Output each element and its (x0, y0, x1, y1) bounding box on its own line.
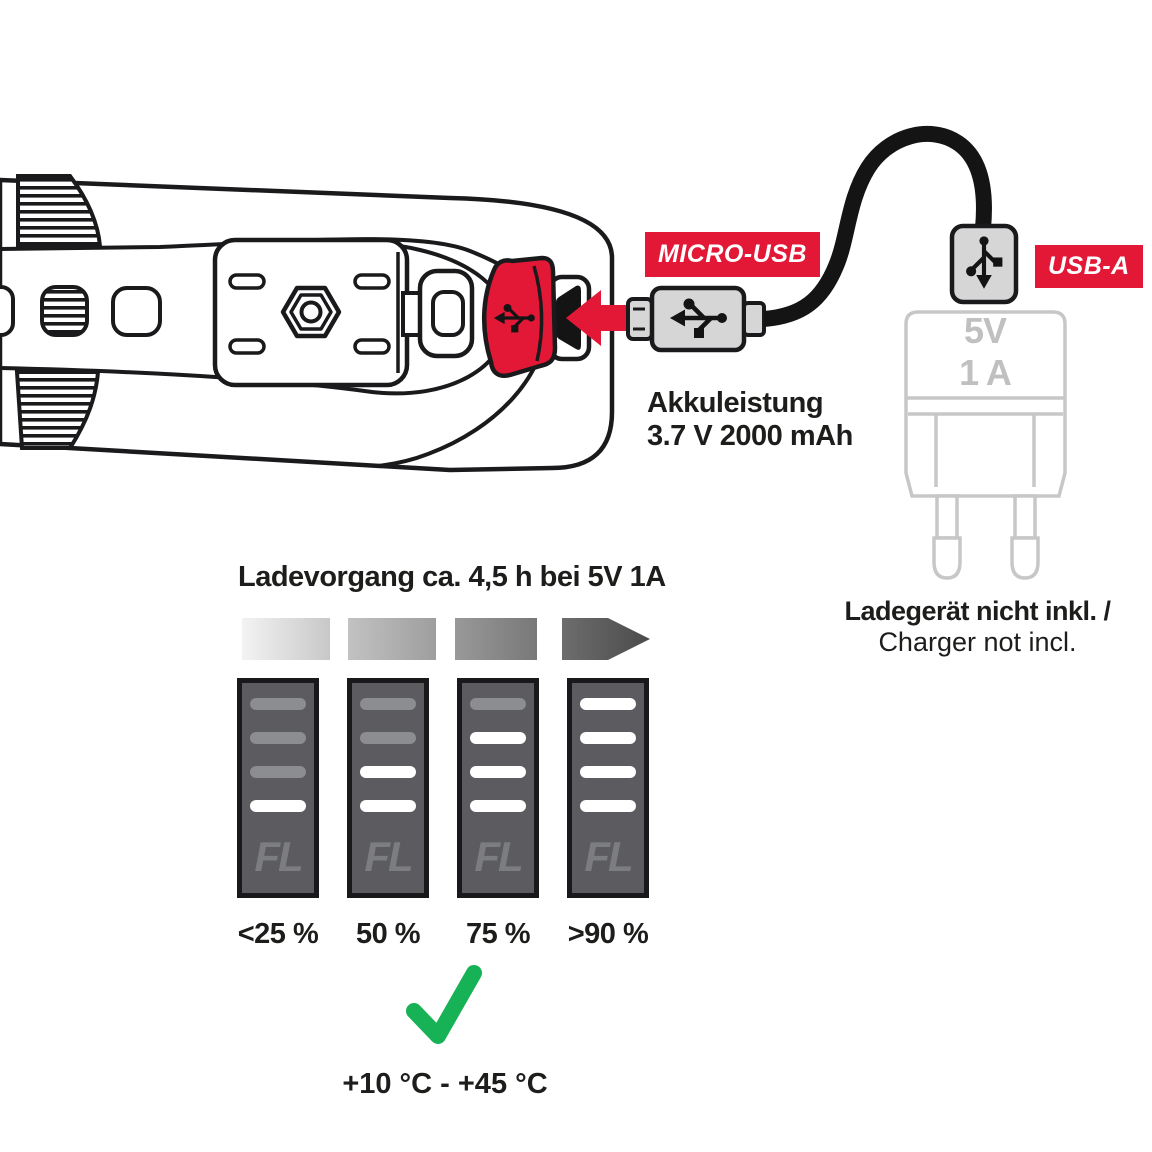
battery-segment (360, 766, 416, 778)
charging-title: Ladevorgang ca. 4,5 h bei 5V 1A (238, 561, 666, 593)
battery-segment (580, 766, 636, 778)
battery-level-item: FL >90 % (567, 678, 649, 951)
battery-segment (250, 800, 306, 812)
battery-segment (470, 732, 526, 744)
mounting-plate (212, 237, 410, 388)
bike-light-device (0, 174, 615, 473)
battery-spec: Akkuleistung 3.7 V 2000 mAh (647, 387, 853, 453)
charger-note: Ladegerät nicht inkl. / Charger not incl… (805, 596, 1150, 658)
strap-button (40, 285, 89, 337)
battery-segment (470, 698, 526, 710)
battery-percent-label: 75 % (465, 918, 531, 950)
battery-spec-line2: 3.7 V 2000 mAh (647, 420, 853, 452)
charger-pin (932, 494, 962, 580)
device-model-label: FL (254, 833, 303, 880)
battery-segment (360, 732, 416, 744)
charger-note-line1: Ladegerät nicht inkl. / (844, 596, 1111, 626)
battery-spec-line1: Akkuleistung (647, 387, 824, 419)
strap-hole (111, 286, 162, 337)
arrow-right-icon (242, 618, 650, 660)
check-icon (406, 965, 482, 1044)
battery-segment (360, 698, 416, 710)
battery-segment (470, 800, 526, 812)
grip-knob-top (16, 174, 103, 248)
charger-pin (1010, 494, 1040, 580)
battery-segment (580, 800, 636, 812)
battery-percent-label: <25 % (237, 918, 319, 950)
battery-bars: FL <25 % FL 50 % FL 75 % FL >90 % (237, 678, 649, 951)
battery-percent-label: >90 % (567, 918, 649, 950)
battery-level-item: FL 75 % (457, 678, 539, 951)
battery-segment (250, 698, 306, 710)
mount-clip (417, 268, 475, 359)
battery-segment (250, 732, 306, 744)
battery-segment (470, 766, 526, 778)
battery-bar: FL (567, 678, 649, 898)
battery-segment (580, 698, 636, 710)
micro-usb-badge: MICRO-USB (645, 232, 820, 277)
battery-bar: FL (457, 678, 539, 898)
battery-segment (580, 732, 636, 744)
device-model-label: FL (364, 833, 413, 880)
charger-current-label: 1 A (959, 352, 1012, 393)
micro-usb-connector (626, 285, 766, 353)
battery-level-item: FL <25 % (237, 678, 319, 951)
usb-a-badge: USB-A (1035, 245, 1143, 288)
hex-bolt (280, 285, 342, 339)
device-model-label: FL (584, 833, 633, 880)
charger-voltage-label: 5V (963, 310, 1007, 351)
arrow-left-icon (566, 290, 630, 346)
battery-segment (360, 800, 416, 812)
usb-cable (763, 126, 992, 327)
grip-knob-bottom (14, 370, 101, 450)
battery-percent-label: 50 % (355, 918, 421, 950)
battery-level-item: FL 50 % (347, 678, 429, 951)
device-model-label: FL (474, 833, 523, 880)
battery-segment (250, 766, 306, 778)
wall-charger (904, 310, 1067, 580)
battery-bar: FL (347, 678, 429, 898)
temperature-range-label: +10 °C - +45 °C (342, 1068, 548, 1100)
charger-note-line2: Charger not incl. (878, 627, 1077, 657)
battery-bar: FL (237, 678, 319, 898)
usb-port-flap (482, 255, 558, 378)
usb-a-connector (949, 223, 1019, 305)
